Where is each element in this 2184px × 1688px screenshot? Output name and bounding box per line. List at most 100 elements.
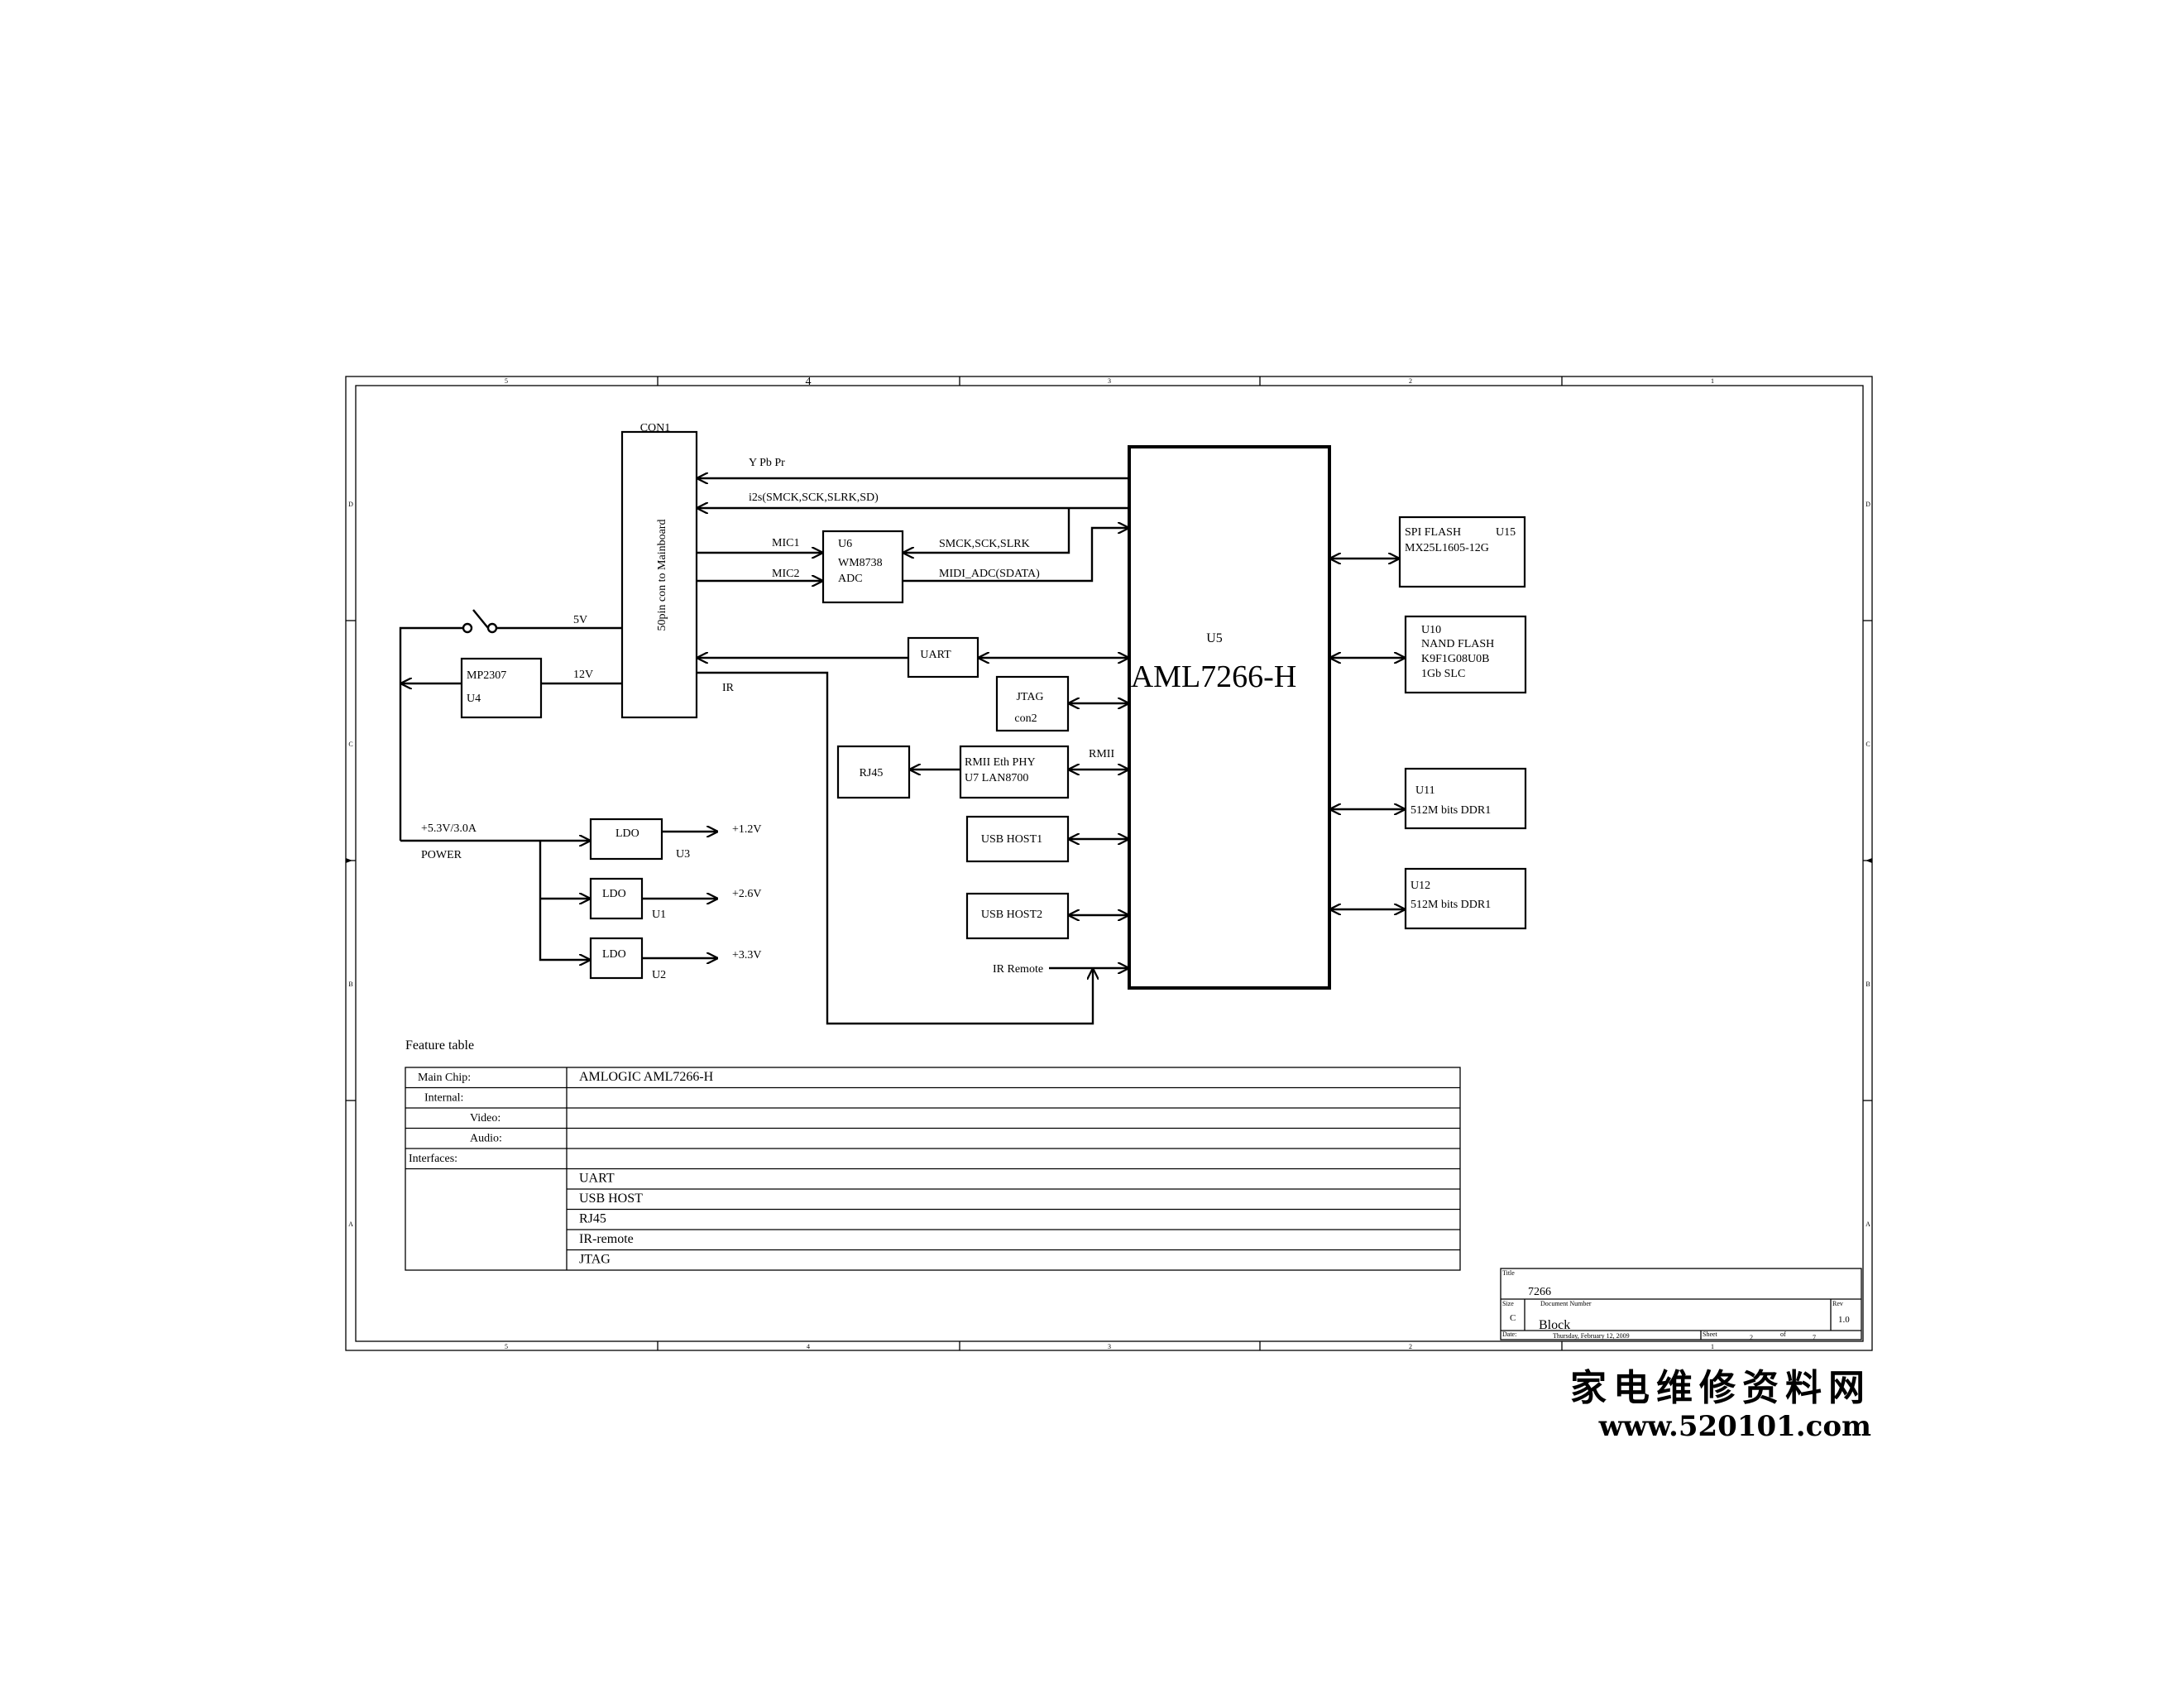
tb-rev: 1.0 xyxy=(1838,1315,1850,1325)
zone-right-c: C xyxy=(1866,741,1870,748)
v5-label: 5V xyxy=(573,614,587,626)
ldo-u3: LDO U3 +1.2V xyxy=(589,818,762,861)
con1-block: CON1 50pin con to Mainboard xyxy=(620,422,698,719)
ldo1-ref: U3 xyxy=(676,848,690,861)
tb-of-label: of xyxy=(1780,1331,1786,1338)
u15-title: SPI FLASH xyxy=(1405,526,1461,539)
ldo1-label: LDO xyxy=(615,827,639,840)
mic2-link: MIC2 xyxy=(697,568,823,581)
ethphy-name: RMII Eth PHY xyxy=(965,756,1036,769)
zone-bottom-3: 3 xyxy=(1108,1343,1111,1350)
u6-part: WM8738 xyxy=(838,557,883,569)
zone-top-2: 2 xyxy=(1409,377,1412,385)
feature-table-title: Feature table xyxy=(405,1038,474,1053)
mic2-label: MIC2 xyxy=(772,568,799,580)
usb2-label: USB HOST2 xyxy=(981,909,1042,921)
u15-spi-flash: SPI FLASH U15 MX25L1605-12G xyxy=(1398,516,1526,588)
u12-size: 512M bits DDR1 xyxy=(1410,899,1491,911)
ir-label: IR xyxy=(722,682,735,694)
mp2307-ref: U4 xyxy=(467,693,481,705)
watermark: 家电维修资料网 www.520101.com xyxy=(1570,1367,1871,1443)
jtag-con: con2 xyxy=(1014,712,1037,725)
i2s-label: i2s(SMCK,SCK,SLRK,SD) xyxy=(749,492,879,504)
v12-label: 12V xyxy=(573,669,593,681)
zone-bottom-4: 4 xyxy=(807,1343,810,1350)
u12-ddr1: U12 512M bits DDR1 xyxy=(1404,867,1527,930)
frame-zone-labels: 5 4 3 2 1 5 4 3 2 1 D C B A D C B A xyxy=(348,376,1870,1350)
feature-row-label: Main Chip: xyxy=(418,1072,471,1084)
feature-row-value: IR-remote xyxy=(579,1232,634,1246)
midi-adc-link: MIDI_ADC(SDATA) xyxy=(903,528,1129,583)
zone-top-3: 3 xyxy=(1108,377,1111,385)
zone-top-4: 4 xyxy=(806,376,812,388)
u11-ddr1: U11 512M bits DDR1 xyxy=(1404,767,1527,830)
usb-host1-block: USB HOST1 xyxy=(965,815,1070,863)
u5-main-chip: U5 AML7266-H xyxy=(1128,445,1331,990)
feature-row-value: UART xyxy=(579,1172,615,1186)
tb-size-label: Size xyxy=(1502,1300,1514,1307)
title-block: Title 7266 Size C Document Number Block … xyxy=(1500,1268,1862,1341)
midi-label: MIDI_ADC(SDATA) xyxy=(939,568,1040,580)
feature-row-label: Internal: xyxy=(424,1092,463,1105)
jtag-block: JTAG con2 xyxy=(995,675,1070,732)
con1-text: 50pin con to Mainboard xyxy=(656,520,668,631)
usb-host2-block: USB HOST2 xyxy=(965,892,1070,940)
rmii-label: RMII xyxy=(1089,748,1114,760)
tb-size: C xyxy=(1510,1313,1516,1323)
mp2307-name: MP2307 xyxy=(467,669,506,682)
zone-bottom-1: 1 xyxy=(1711,1343,1714,1350)
zone-left-d: D xyxy=(348,501,353,508)
feature-table-rows: Main Chip:AMLOGIC AML7266-HInternal:Vide… xyxy=(405,1070,1460,1267)
u10-ref: U10 xyxy=(1421,624,1441,636)
zone-left-c: C xyxy=(348,741,352,748)
ir-remote-link: IR Remote xyxy=(993,963,1129,976)
zone-right-d: D xyxy=(1866,501,1870,508)
u5-name: AML7266-H xyxy=(1131,659,1297,694)
u10-part: K9F1G08U0B xyxy=(1421,653,1489,665)
ldo3-label: LDO xyxy=(602,948,626,961)
zone-top-5: 5 xyxy=(505,377,508,385)
tb-docnum-label: Document Number xyxy=(1540,1300,1592,1307)
power-in-label: +5.3V/3.0A xyxy=(421,822,477,835)
u6-type: ADC xyxy=(838,573,863,585)
tb-rev-label: Rev xyxy=(1832,1300,1843,1307)
v3-3-label: +3.3V xyxy=(732,949,762,961)
watermark-url: www.520101.com xyxy=(1598,1410,1871,1443)
tb-title: 7266 xyxy=(1528,1286,1551,1298)
ldo-u2: LDO U2 +3.3V xyxy=(589,937,762,981)
feature-row-label: Audio: xyxy=(470,1133,502,1145)
u11-size: 512M bits DDR1 xyxy=(1410,804,1491,817)
ypbpr-label: Y Pb Pr xyxy=(749,457,785,469)
jtag-label: JTAG xyxy=(1016,691,1043,703)
u15-part: MX25L1605-12G xyxy=(1405,542,1489,554)
rj45-block: RJ45 xyxy=(836,745,911,799)
feature-row-value: RJ45 xyxy=(579,1212,606,1226)
u11-ref: U11 xyxy=(1415,784,1435,797)
ypbpr-link: Y Pb Pr xyxy=(697,457,1129,478)
eth-phy-block: RMII Eth PHY U7 LAN8700 xyxy=(959,745,1070,799)
tb-sheet-label: Sheet xyxy=(1703,1331,1718,1338)
rmii-link: RMII xyxy=(1068,748,1129,770)
switch-5v-link: 5V xyxy=(399,609,622,841)
i2s-link: i2s(SMCK,SCK,SLRK,SD) xyxy=(697,492,1129,508)
mic1-label: MIC1 xyxy=(772,537,799,549)
feature-row-value: JTAG xyxy=(579,1253,611,1267)
feature-row-value: USB HOST xyxy=(579,1192,643,1206)
ldo2-ref: U1 xyxy=(652,909,666,921)
tb-of: 7 xyxy=(1813,1334,1816,1341)
u10-title: NAND FLASH xyxy=(1421,638,1494,650)
watermark-chinese: 家电维修资料网 xyxy=(1570,1367,1871,1409)
zone-right-b: B xyxy=(1866,981,1870,988)
v2-6-label: +2.6V xyxy=(732,888,762,900)
zone-left-b: B xyxy=(348,981,352,988)
ldo3-ref: U2 xyxy=(652,969,666,981)
feature-row-value: AMLOGIC AML7266-H xyxy=(579,1070,714,1084)
power-bus: +5.3V/3.0A POWER xyxy=(400,822,591,960)
zone-bottom-5: 5 xyxy=(505,1343,508,1350)
usb1-label: USB HOST1 xyxy=(981,833,1042,846)
mic1-link: MIC1 xyxy=(697,537,823,553)
smck-link: SMCK,SCK,SLRK xyxy=(903,508,1070,553)
tb-sheet: 2 xyxy=(1750,1334,1753,1341)
drawing-frame xyxy=(345,376,1873,1351)
